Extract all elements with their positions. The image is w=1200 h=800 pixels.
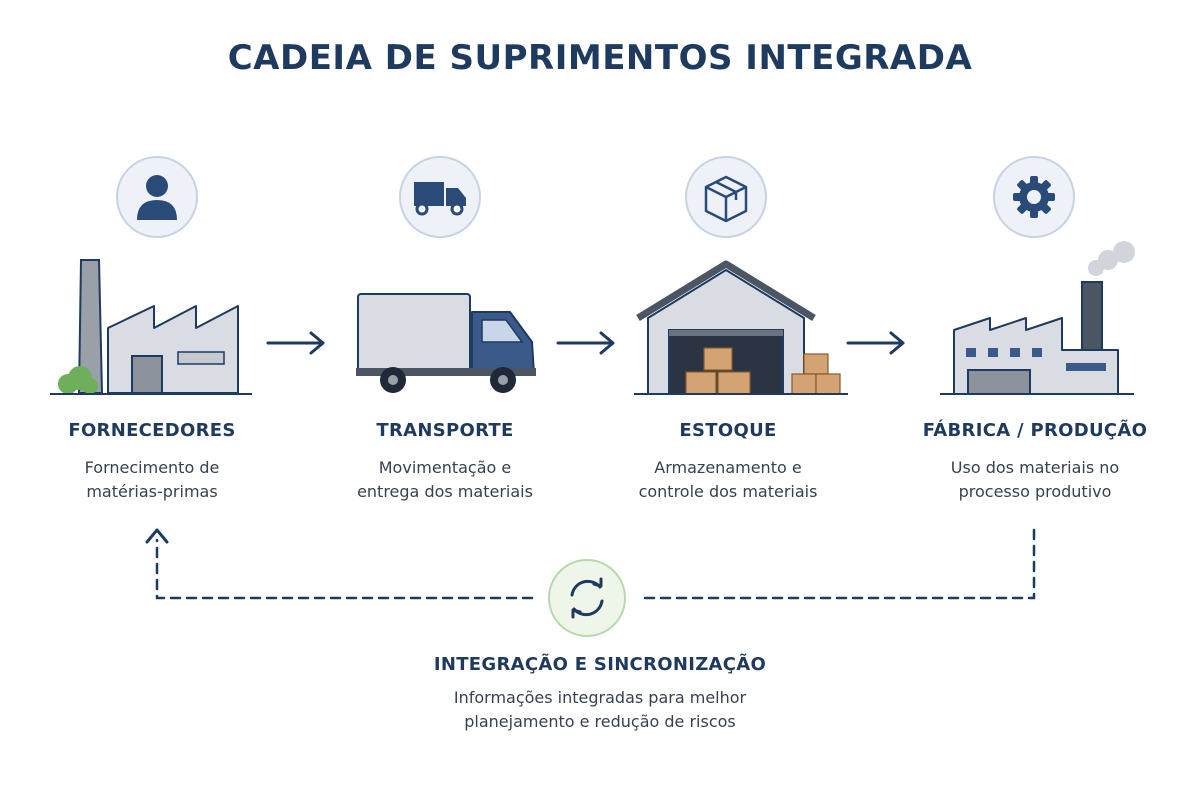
stage-desc-estoque: Armazenamento e controle dos materiais [598, 456, 858, 504]
stage-desc-line: Movimentação e [378, 458, 512, 477]
warehouse-illustration [634, 260, 848, 395]
stage-desc-line: matérias-primas [86, 482, 218, 501]
stage-desc-line: controle dos materiais [638, 482, 818, 501]
user-icon [137, 175, 177, 220]
stage-title-fabrica: FÁBRICA / PRODUÇÃO [922, 420, 1148, 441]
stage-desc-line: Uso dos materiais no [950, 458, 1120, 477]
stage-desc-line: Armazenamento e [654, 458, 802, 477]
production-factory-illustration [940, 241, 1135, 395]
stage-title-estoque: ESTOQUE [679, 420, 777, 441]
feedback-loop [155, 528, 1036, 600]
stage-desc-line: Fornecimento de [84, 458, 220, 477]
stage-desc-line: entrega dos materiais [357, 482, 533, 501]
sync-icon [570, 577, 604, 619]
stage-icon-transporte [399, 156, 481, 238]
feedback-arrow-head [145, 528, 169, 544]
integration-sync-circle [548, 559, 626, 637]
flow-arrow-3 [846, 331, 905, 355]
main-title: CADEIA DE SUPRIMENTOS INTEGRADA [227, 38, 973, 78]
integration-desc: Informações integradas para melhor plane… [300, 686, 900, 734]
integration-title: INTEGRAÇÃO E SINCRONIZAÇÃO [433, 654, 767, 675]
bush-decoration [58, 366, 98, 394]
supplier-factory-illustration [50, 259, 252, 395]
gear-icon [1013, 176, 1055, 218]
smoke-cloud [1088, 241, 1135, 276]
factory-windows [966, 348, 1106, 371]
flow-arrow-1 [266, 331, 325, 355]
stacked-boxes-outside [791, 353, 841, 395]
box-icon [704, 175, 748, 223]
flow-arrow-2 [556, 331, 615, 355]
stage-icon-estoque [685, 156, 767, 238]
stage-desc-fabrica: Uso dos materiais no processo produtivo [905, 456, 1165, 504]
stage-title-transporte: TRANSPORTE [376, 420, 514, 441]
delivery-truck-illustration [356, 293, 536, 393]
integration-desc-line: planejamento e redução de riscos [464, 712, 736, 731]
integration-desc-line: Informações integradas para melhor [453, 688, 747, 707]
stage-icon-fabrica [993, 156, 1075, 238]
stage-icon-fornecedores [116, 156, 198, 238]
stage-desc-line: processo produtivo [958, 482, 1112, 501]
truck-icon [414, 182, 466, 216]
stage-title-fornecedores: FORNECEDORES [68, 420, 236, 441]
stage-desc-fornecedores: Fornecimento de matérias-primas [22, 456, 282, 504]
stage-desc-transporte: Movimentação e entrega dos materiais [315, 456, 575, 504]
truck-wheels [380, 367, 516, 393]
